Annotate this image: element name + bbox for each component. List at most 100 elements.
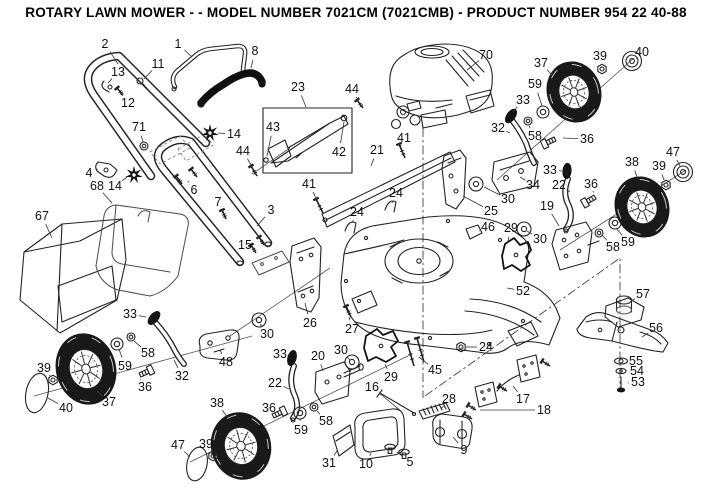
part-callout-label: 27 (345, 322, 359, 336)
part-callout-label: 30 (334, 343, 348, 357)
part-callout-label: 3 (268, 203, 275, 217)
callout-leader-line (641, 332, 649, 338)
callout-leader-line (483, 186, 501, 196)
bracket-hole (103, 167, 109, 173)
part-callout-label: 41 (397, 131, 411, 145)
bolt-axis-line (251, 147, 291, 175)
callout-leader-line (512, 106, 518, 113)
wheel-spoke (577, 93, 587, 100)
part-callout-label: 68 (90, 179, 104, 193)
part-callout-label: 71 (132, 120, 146, 134)
washer-art (608, 216, 622, 230)
part-callout-label: 45 (428, 363, 442, 377)
screw-art (172, 173, 183, 185)
rear-door-window (362, 416, 399, 453)
wheel-spoke (78, 373, 85, 385)
blade-hole (597, 327, 603, 333)
callout-leader-line (184, 49, 193, 58)
part-callout-label: 28 (442, 392, 456, 406)
part-callout-label: 55 (629, 354, 643, 368)
tire-highlight (616, 178, 668, 236)
part-callout-label: 67 (35, 209, 49, 223)
callout-leader-line (221, 410, 229, 419)
spacer-disc-art (251, 312, 267, 328)
part-callout-label: 24 (350, 205, 364, 219)
plug-art (384, 443, 396, 455)
screw-art (413, 336, 425, 363)
screw-art (187, 166, 198, 178)
hubcap-ring-art (621, 50, 643, 72)
part-callout-label: 19 (540, 199, 554, 213)
callout-leader-line (551, 213, 560, 227)
front-bracket-art (289, 237, 322, 313)
callout-leader-line (340, 121, 345, 144)
callout-leader-line (346, 356, 351, 361)
part-callout-label: 33 (123, 307, 137, 321)
screw-art (461, 410, 473, 420)
part-callout-label: 24 (389, 186, 403, 200)
wheel-spoke (645, 201, 655, 206)
control-bar-art (171, 44, 247, 89)
wheel-spoke (568, 96, 573, 106)
deck-skirt (464, 298, 542, 336)
clamp-hole (434, 426, 446, 438)
part-callout-label: 59 (621, 235, 635, 249)
part-callout-label: 41 (302, 177, 316, 191)
washer-art (309, 402, 319, 412)
wheel-spoke (568, 77, 573, 88)
part-callout-label: 59 (294, 423, 308, 437)
deflector-bolt (340, 114, 348, 122)
blade-axis-line (424, 257, 621, 397)
screw-art (255, 234, 265, 246)
spacer-disc-art (468, 176, 484, 192)
callout-leader-line (466, 60, 480, 71)
callout-leader-line (537, 92, 543, 107)
deck-ring-tabs (389, 241, 450, 284)
lever-pivot (563, 228, 569, 234)
tire-highlight (548, 63, 600, 121)
adjuster-lever-art (563, 177, 573, 231)
rope-guide-art (107, 84, 113, 90)
plate-hole (480, 390, 484, 394)
washer-art (594, 228, 604, 238)
hubcap-oval-art (24, 372, 50, 414)
diagram-title: ROTARY LAWN MOWER - - MODEL NUMBER 7021C… (25, 5, 687, 20)
handle-fold-ghost (149, 135, 191, 165)
part-callout-label: 36 (584, 177, 598, 191)
deflector-art (270, 115, 349, 164)
spacer-disc-art (516, 221, 532, 237)
part-callout-label: 12 (121, 96, 135, 110)
screw-art (496, 382, 508, 392)
callout-leader-line (173, 359, 179, 369)
wheels-art (55, 61, 670, 480)
screw-art (113, 85, 124, 96)
engine-belly-line (395, 95, 453, 102)
wheel-spoke (629, 208, 639, 213)
rear-door-art (354, 408, 406, 460)
plate-hole (482, 397, 486, 401)
screw-art (247, 163, 258, 177)
rope-guide-art (101, 80, 110, 93)
part-callout-label: 17 (516, 392, 530, 406)
mount-plate-art (474, 381, 498, 408)
handle-grip-art (197, 69, 266, 107)
callout-leader-line (462, 195, 484, 208)
deck-center (416, 258, 422, 264)
callout-leader-line (271, 413, 274, 417)
bag-frame-inner (111, 204, 171, 273)
part-callout-label: 70 (479, 48, 493, 62)
wheel-plate-art (551, 221, 593, 271)
deck-ring-outer (384, 238, 454, 284)
lever-pivot (290, 417, 296, 423)
trail-shield-art (321, 151, 456, 228)
bracket-hole (298, 256, 304, 262)
part-callout-label: 38 (210, 396, 224, 410)
plate-hole (524, 372, 528, 376)
wheel-spoke (72, 359, 82, 367)
part-callout-label: 48 (219, 355, 233, 369)
wheel-art (614, 176, 670, 238)
nut-art (208, 450, 218, 462)
part-callout-label: 23 (291, 80, 305, 94)
wheel-spoke (226, 446, 237, 451)
callout-leader-line (635, 57, 638, 60)
